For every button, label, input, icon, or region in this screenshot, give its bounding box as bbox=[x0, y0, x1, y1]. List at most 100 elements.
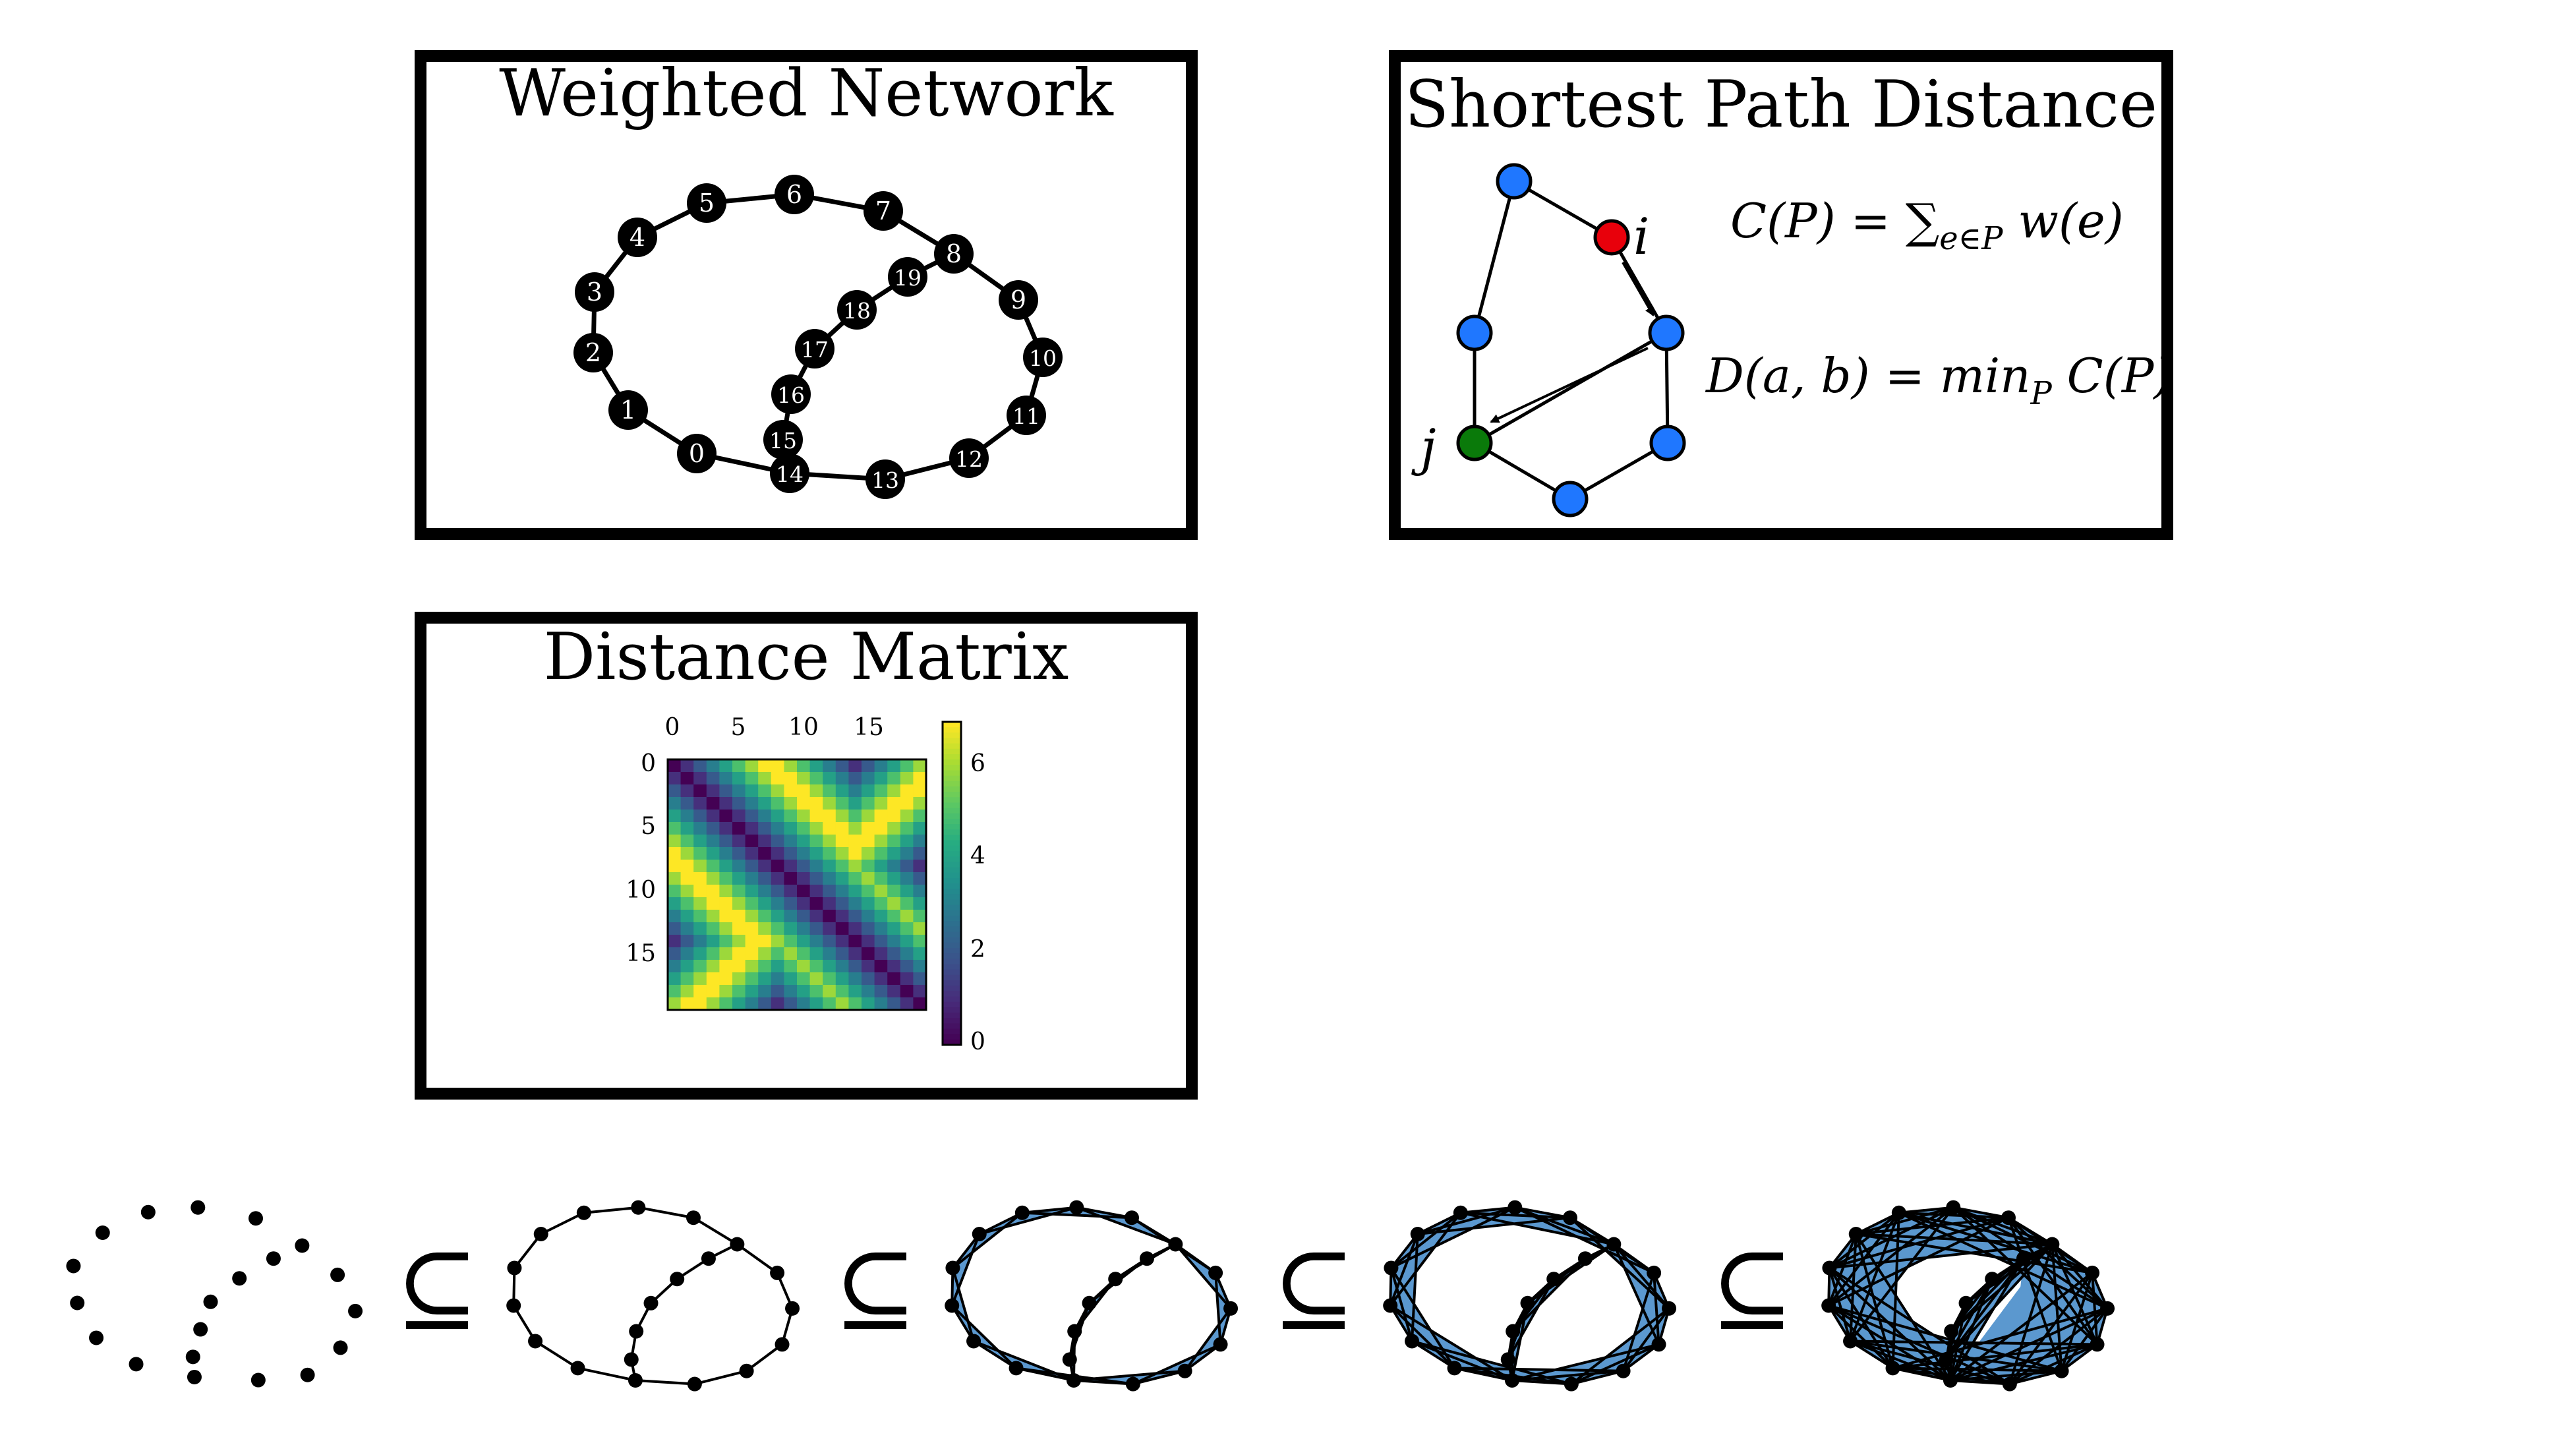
filtration-edge bbox=[952, 1212, 1024, 1270]
heatmap-cell bbox=[887, 860, 901, 873]
heatmap-cell bbox=[745, 772, 759, 785]
heatmap-cell bbox=[797, 847, 811, 860]
heatmap-cell bbox=[745, 860, 759, 873]
heatmap-cell bbox=[797, 835, 811, 848]
filtration-edge bbox=[1612, 1243, 1660, 1345]
heatmap-cell bbox=[835, 835, 849, 848]
heatmap-cell bbox=[913, 784, 927, 798]
heatmap-cell bbox=[745, 897, 759, 910]
heatmap-cell bbox=[758, 797, 772, 810]
filtration-edge bbox=[1411, 1340, 1572, 1386]
filtration-edge bbox=[1827, 1305, 1894, 1369]
colorbar-segment bbox=[943, 921, 961, 928]
heatmap-cell bbox=[706, 872, 720, 885]
colorbar-segment bbox=[943, 883, 961, 889]
heatmap-cell bbox=[680, 860, 694, 873]
heatmap-cell bbox=[900, 960, 914, 973]
heatmap-cell bbox=[745, 822, 759, 835]
top-tick-15: 15 bbox=[854, 714, 884, 741]
heatmap-cell bbox=[693, 860, 707, 873]
network-node-circle bbox=[888, 257, 927, 297]
colorbar-segment bbox=[943, 867, 961, 873]
filtration-point bbox=[1985, 1272, 2000, 1287]
filtration-edge bbox=[2008, 1243, 2054, 1385]
filtration-point bbox=[250, 1372, 266, 1388]
heatmap-cell bbox=[784, 810, 798, 823]
filtration-point bbox=[1546, 1272, 1562, 1287]
heatmap-cell bbox=[809, 935, 823, 948]
filtration-edge bbox=[1390, 1267, 1456, 1369]
heatmap-cell bbox=[784, 847, 798, 860]
filtration-stage-2 bbox=[945, 1200, 1239, 1392]
filtration-edge bbox=[1850, 1340, 1951, 1382]
heatmap-cell bbox=[784, 897, 798, 910]
filtration-edge bbox=[1828, 1304, 2010, 1386]
heatmap-cell bbox=[771, 985, 784, 998]
colorbar-segment bbox=[943, 926, 961, 933]
network-node-label: 19 bbox=[894, 265, 922, 291]
heatmap-cell bbox=[823, 922, 836, 935]
heatmap-cell bbox=[758, 784, 772, 798]
heatmap-cell bbox=[862, 847, 875, 860]
filtration-edge bbox=[1389, 1233, 1419, 1307]
filtration-edge bbox=[1184, 1343, 1221, 1372]
heatmap-cell bbox=[719, 897, 733, 910]
heatmap-cell bbox=[835, 759, 849, 773]
heatmap-cell bbox=[758, 997, 772, 1011]
heatmap-cell bbox=[745, 835, 759, 848]
colorbar-segment bbox=[943, 862, 961, 868]
heatmap-cell bbox=[797, 997, 811, 1011]
filtration-point bbox=[670, 1272, 685, 1287]
filtration-point bbox=[1662, 1301, 1677, 1316]
heatmap-cell bbox=[809, 885, 823, 898]
filtration-point bbox=[1177, 1363, 1192, 1378]
filtration-edge bbox=[1949, 1258, 2025, 1381]
heatmap-cell bbox=[668, 960, 682, 973]
filtration-edge bbox=[1849, 1340, 1894, 1370]
heatmap-cell bbox=[680, 935, 694, 948]
heatmap-cell bbox=[719, 885, 733, 898]
distance-matrix-title: Distance Matrix bbox=[544, 620, 1069, 695]
filtration-point bbox=[2001, 1210, 2016, 1225]
heatmap-cell bbox=[809, 847, 823, 860]
filtration-edge bbox=[1527, 1243, 1615, 1305]
shortest-path-graph bbox=[1456, 163, 1686, 517]
heatmap-cell bbox=[874, 947, 888, 960]
filtration-point bbox=[140, 1204, 156, 1220]
heatmap-cell bbox=[874, 847, 888, 860]
heatmap-cell bbox=[913, 972, 927, 986]
filtration-edge bbox=[736, 1243, 778, 1274]
heatmap-cell bbox=[874, 935, 888, 948]
label-i: i bbox=[1633, 207, 1649, 266]
network-node-circle bbox=[687, 183, 726, 223]
heatmap-cell bbox=[771, 810, 784, 823]
heatmap-cell bbox=[719, 972, 733, 986]
heatmap-cell bbox=[668, 947, 682, 960]
heatmap-cell bbox=[887, 997, 901, 1011]
filtration-edge bbox=[1828, 1304, 2063, 1372]
heatmap-cell bbox=[809, 860, 823, 873]
colorbar-segment bbox=[943, 894, 961, 900]
heatmap-cell bbox=[887, 985, 901, 998]
heatmap-cell bbox=[732, 997, 746, 1011]
filtration-edge bbox=[1952, 1206, 2098, 1345]
colorbar-segment bbox=[943, 1001, 961, 1008]
top-tick-5: 5 bbox=[731, 714, 746, 741]
heatmap-cell bbox=[913, 835, 927, 848]
colorbar-segment bbox=[943, 872, 961, 879]
network-node-9: 9 bbox=[999, 280, 1038, 320]
heatmap-cell bbox=[848, 797, 862, 810]
heatmap-cell bbox=[835, 860, 849, 873]
heatmap-cell bbox=[900, 860, 914, 873]
heatmap-cell bbox=[706, 784, 720, 798]
heatmap-cell bbox=[719, 784, 733, 798]
filtration-edge bbox=[1892, 1343, 2097, 1370]
filtration-edge bbox=[1132, 1343, 1221, 1386]
heatmap-cell bbox=[823, 847, 836, 860]
heatmap-cell bbox=[900, 897, 914, 910]
heatmap-cell bbox=[900, 972, 914, 986]
heatmap-cell bbox=[668, 797, 682, 810]
sp-node-top bbox=[1496, 163, 1533, 200]
network-node-label: 14 bbox=[776, 461, 804, 487]
heatmap-cell bbox=[823, 935, 836, 948]
